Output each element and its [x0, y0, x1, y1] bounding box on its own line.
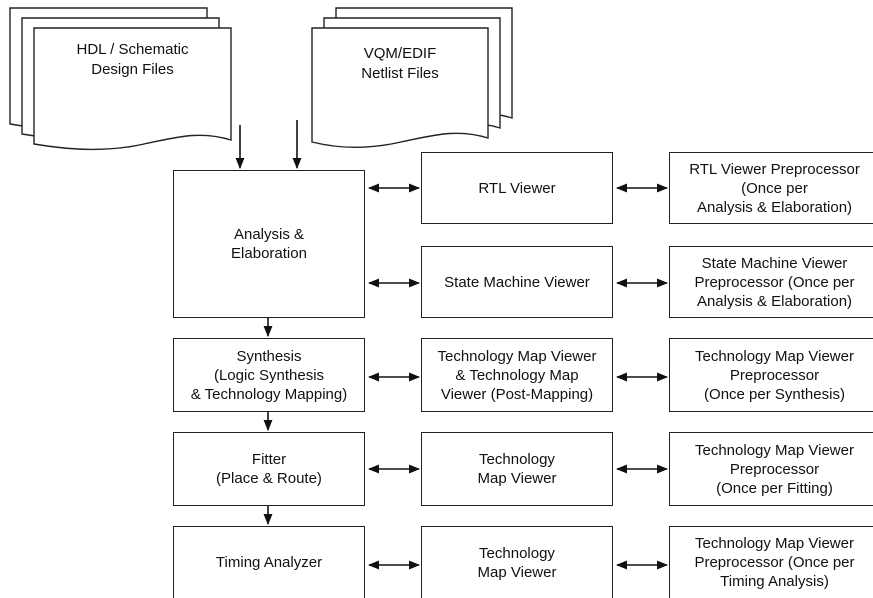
- technology-map-viewer-preprocessor-synthesis-box: Technology Map Viewer Preprocessor (Once…: [669, 338, 873, 412]
- synthesis-box: Synthesis (Logic Synthesis & Technology …: [173, 338, 365, 412]
- hdl-schematic-design-files-label: HDL / Schematic Design Files: [76, 41, 189, 78]
- rtl-viewer-box: RTL Viewer: [421, 152, 613, 224]
- technology-map-viewer-fitter-box: Technology Map Viewer: [421, 432, 613, 506]
- analysis-elaboration-box: Analysis & Elaboration: [173, 170, 365, 318]
- timing-analyzer-box: Timing Analyzer: [173, 526, 365, 598]
- technology-map-viewer-preprocessor-fitting-box: Technology Map Viewer Preprocessor (Once…: [669, 432, 873, 506]
- vqm-edif-netlist-files-label: VQM/EDIF Netlist Files: [361, 45, 439, 82]
- rtl-viewer-preprocessor-box: RTL Viewer Preprocessor (Once per Analys…: [669, 152, 873, 224]
- state-machine-viewer-preprocessor-box: State Machine Viewer Preprocessor (Once …: [669, 246, 873, 318]
- state-machine-viewer-box: State Machine Viewer: [421, 246, 613, 318]
- fitter-box: Fitter (Place & Route): [173, 432, 365, 506]
- technology-map-viewer-post-mapping-box: Technology Map Viewer & Technology Map V…: [421, 338, 613, 412]
- technology-map-viewer-preprocessor-timing-box: Technology Map Viewer Preprocessor (Once…: [669, 526, 873, 598]
- technology-map-viewer-timing-box: Technology Map Viewer: [421, 526, 613, 598]
